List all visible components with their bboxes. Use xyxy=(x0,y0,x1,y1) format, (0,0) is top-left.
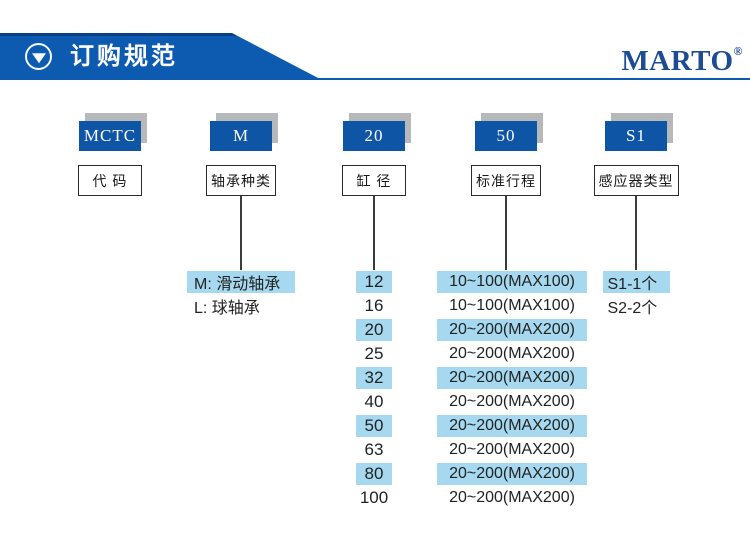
section-title: 订购规范 xyxy=(70,42,178,70)
options-list-sensor-type: S1-1个 S2-2个 xyxy=(602,270,670,318)
option-item: 12 xyxy=(356,271,392,293)
option-item: 20~200(MAX200) xyxy=(449,441,575,458)
field-label-sensor-type: 感应器类型 xyxy=(593,165,679,196)
option-item: 63 xyxy=(364,440,384,459)
connector-line xyxy=(373,196,375,270)
connector-line xyxy=(635,196,637,270)
code-value-bearing-type: M xyxy=(210,121,272,151)
field-label-bearing-type: 轴承种类 xyxy=(206,165,276,196)
field-label-standard-stroke: 标准行程 xyxy=(471,165,541,196)
option-item: 100 xyxy=(359,488,389,507)
options-list-bearing-type: M: 滑动轴承 L: 球轴承 xyxy=(187,270,295,318)
column-bore-size: 20 缸 径 12 16 20 25 32 40 50 63 80 100 xyxy=(294,113,454,510)
option-item: 32 xyxy=(356,367,392,389)
column-code: MCTC 代 码 xyxy=(30,113,190,196)
option-item: 25 xyxy=(364,344,384,363)
option-item: 10~100(MAX100) xyxy=(449,297,575,314)
option-item: S1-1个 xyxy=(602,271,670,293)
option-item: 20~200(MAX200) xyxy=(449,345,575,362)
column-bearing-type: M 轴承种类 M: 滑动轴承 L: 球轴承 xyxy=(161,113,321,318)
field-label-bore-size: 缸 径 xyxy=(342,165,406,196)
option-item: S2-2个 xyxy=(607,300,658,317)
option-item: 50 xyxy=(356,415,392,437)
option-item: 16 xyxy=(364,296,384,315)
option-item: 10~100(MAX100) xyxy=(437,271,587,293)
column-standard-stroke: 50 标准行程 10~100(MAX100) 10~100(MAX100) 20~200… xyxy=(426,113,587,510)
brand-logo: MARTO® xyxy=(621,44,743,77)
options-list-bore-size: 12 16 20 25 32 40 50 63 80 100 xyxy=(356,270,392,510)
column-sensor-type: S1 感应器类型 S1-1个 S2-2个 xyxy=(556,113,716,318)
option-item: L: 球轴承 xyxy=(194,300,260,317)
option-item: M: 滑动轴承 xyxy=(187,271,295,293)
option-item: 20~200(MAX200) xyxy=(437,415,587,437)
registered-trademark-icon: ® xyxy=(733,44,743,58)
code-box-wrap: S1 xyxy=(601,113,673,151)
option-item: 20~200(MAX200) xyxy=(437,463,587,485)
header-divider xyxy=(0,78,750,80)
field-label-code: 代 码 xyxy=(78,165,142,196)
options-list-standard-stroke: 10~100(MAX100) 10~100(MAX100) 20~200(MAX20… xyxy=(437,270,587,510)
code-box-wrap: MCTC xyxy=(75,113,147,151)
brand-name: MARTO xyxy=(621,45,734,77)
option-item: 20~200(MAX200) xyxy=(437,367,587,389)
option-item: 20~200(MAX200) xyxy=(449,393,575,410)
code-value-standard-stroke: 50 xyxy=(475,121,537,151)
code-box-wrap: 20 xyxy=(339,113,411,151)
code-box-wrap: 50 xyxy=(471,113,543,151)
option-item: 20 xyxy=(356,319,392,341)
connector-line xyxy=(505,196,507,270)
code-value-bore-size: 20 xyxy=(343,121,405,151)
option-item: 20~200(MAX200) xyxy=(437,319,587,341)
section-banner: 订购规范 xyxy=(0,33,322,80)
connector-line xyxy=(240,196,242,270)
option-item: 20~200(MAX200) xyxy=(449,489,575,506)
triangle-down-circle-icon xyxy=(25,43,52,70)
option-item: 40 xyxy=(364,392,384,411)
option-item: 80 xyxy=(356,463,392,485)
code-box-wrap: M xyxy=(206,113,278,151)
code-value-code: MCTC xyxy=(79,121,141,151)
code-value-sensor-type: S1 xyxy=(605,121,667,151)
